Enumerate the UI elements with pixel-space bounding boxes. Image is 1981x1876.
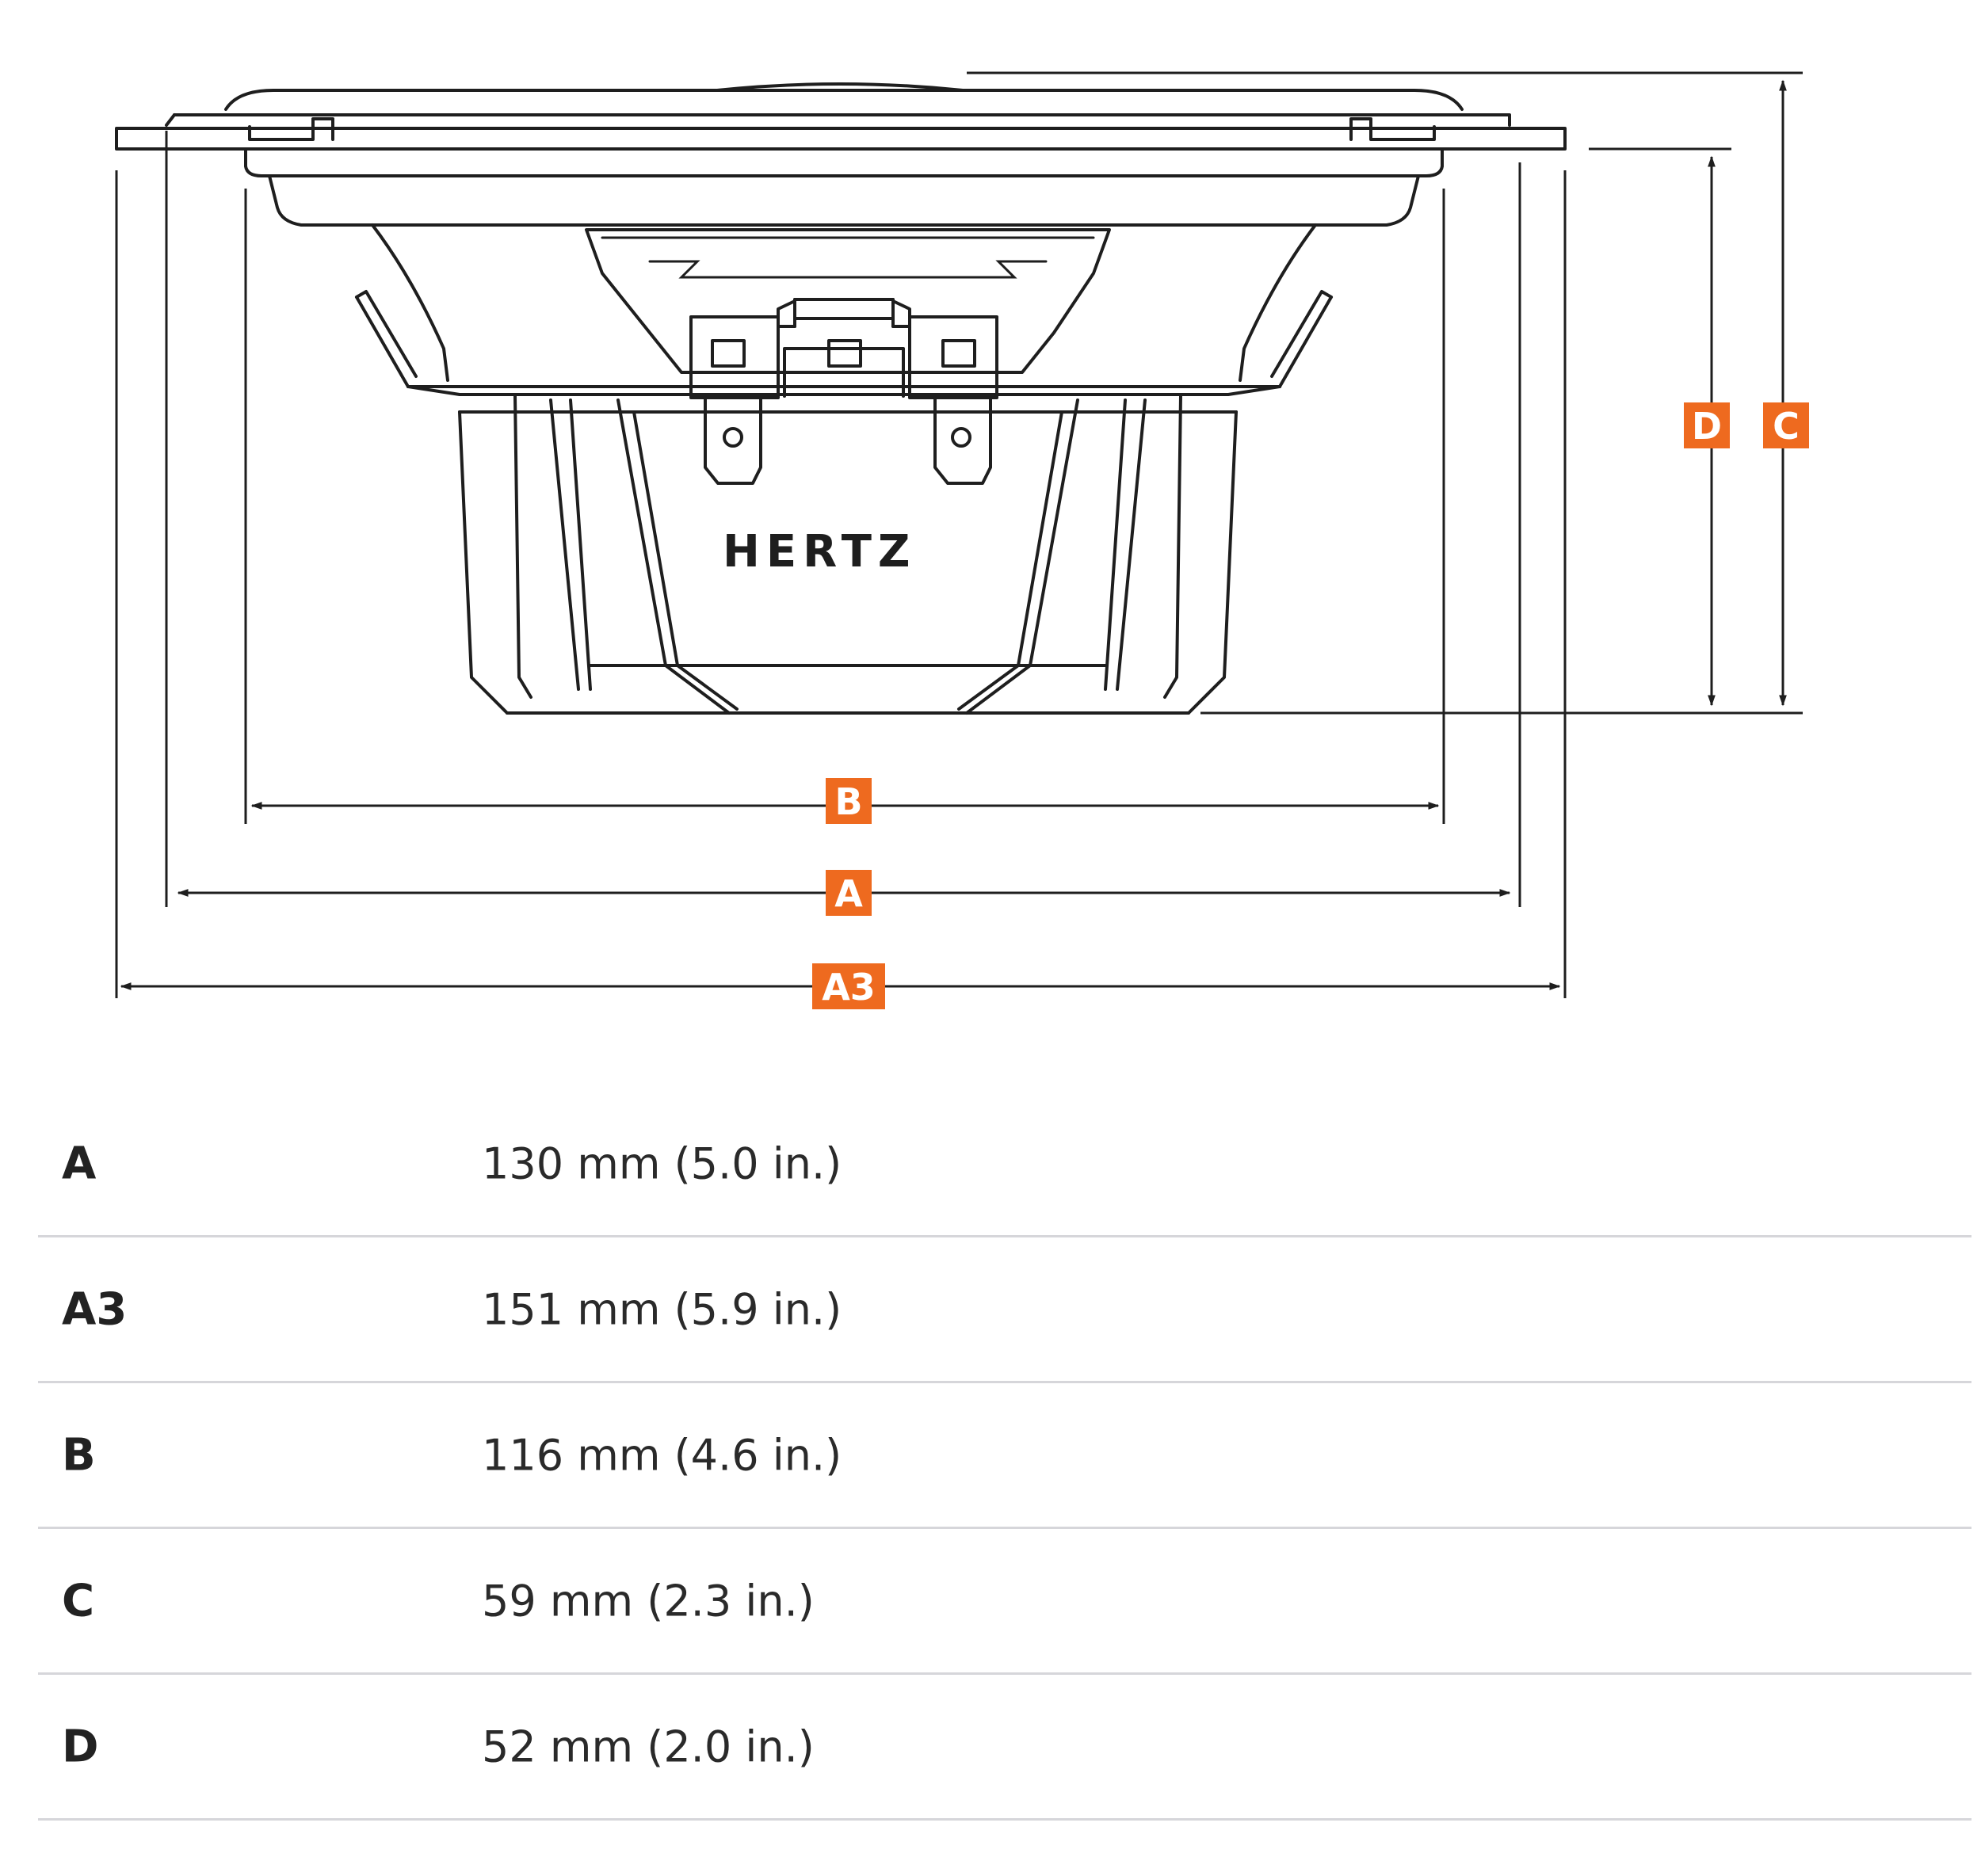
dimension-value: 151 mm (5.9 in.) <box>482 1284 842 1334</box>
speaker-drawing: HERTZ B A A3 D <box>115 71 1809 1009</box>
badge-a: A <box>826 870 872 916</box>
dimensions-table: A 130 mm (5.0 in.) A3 151 mm (5.9 in.) B… <box>38 1092 1971 1821</box>
dimension-label: C <box>62 1575 95 1626</box>
svg-text:D: D <box>1692 405 1722 448</box>
badge-a3: A3 <box>812 963 885 1009</box>
svg-text:A: A <box>834 872 863 915</box>
dimension-value: 116 mm (4.6 in.) <box>482 1430 842 1480</box>
table-row: B 116 mm (4.6 in.) <box>38 1383 1971 1529</box>
svg-text:A3: A3 <box>822 966 876 1009</box>
badge-d: D <box>1684 402 1730 448</box>
dimension-value: 52 mm (2.0 in.) <box>482 1722 815 1771</box>
dimension-label: A <box>62 1138 97 1189</box>
svg-text:C: C <box>1773 405 1800 448</box>
table-row: C 59 mm (2.3 in.) <box>38 1529 1971 1675</box>
dimension-lines <box>115 71 1803 998</box>
dimension-label: A3 <box>62 1283 128 1335</box>
dimension-label: D <box>62 1721 99 1772</box>
table-row: A 130 mm (5.0 in.) <box>38 1092 1971 1237</box>
dimension-value: 130 mm (5.0 in.) <box>482 1138 842 1188</box>
dimension-label: B <box>62 1429 96 1481</box>
table-row: D 52 mm (2.0 in.) <box>38 1675 1971 1821</box>
badge-c: C <box>1763 402 1809 448</box>
table-row: A3 151 mm (5.9 in.) <box>38 1237 1971 1383</box>
svg-text:B: B <box>834 780 862 823</box>
badge-b: B <box>826 778 872 824</box>
speaker-dimension-diagram: HERTZ B A A3 D <box>115 71 1809 1009</box>
dimension-value: 59 mm (2.3 in.) <box>482 1576 815 1626</box>
speaker-outline <box>115 82 1567 715</box>
hertz-logo: HERTZ <box>723 526 917 578</box>
